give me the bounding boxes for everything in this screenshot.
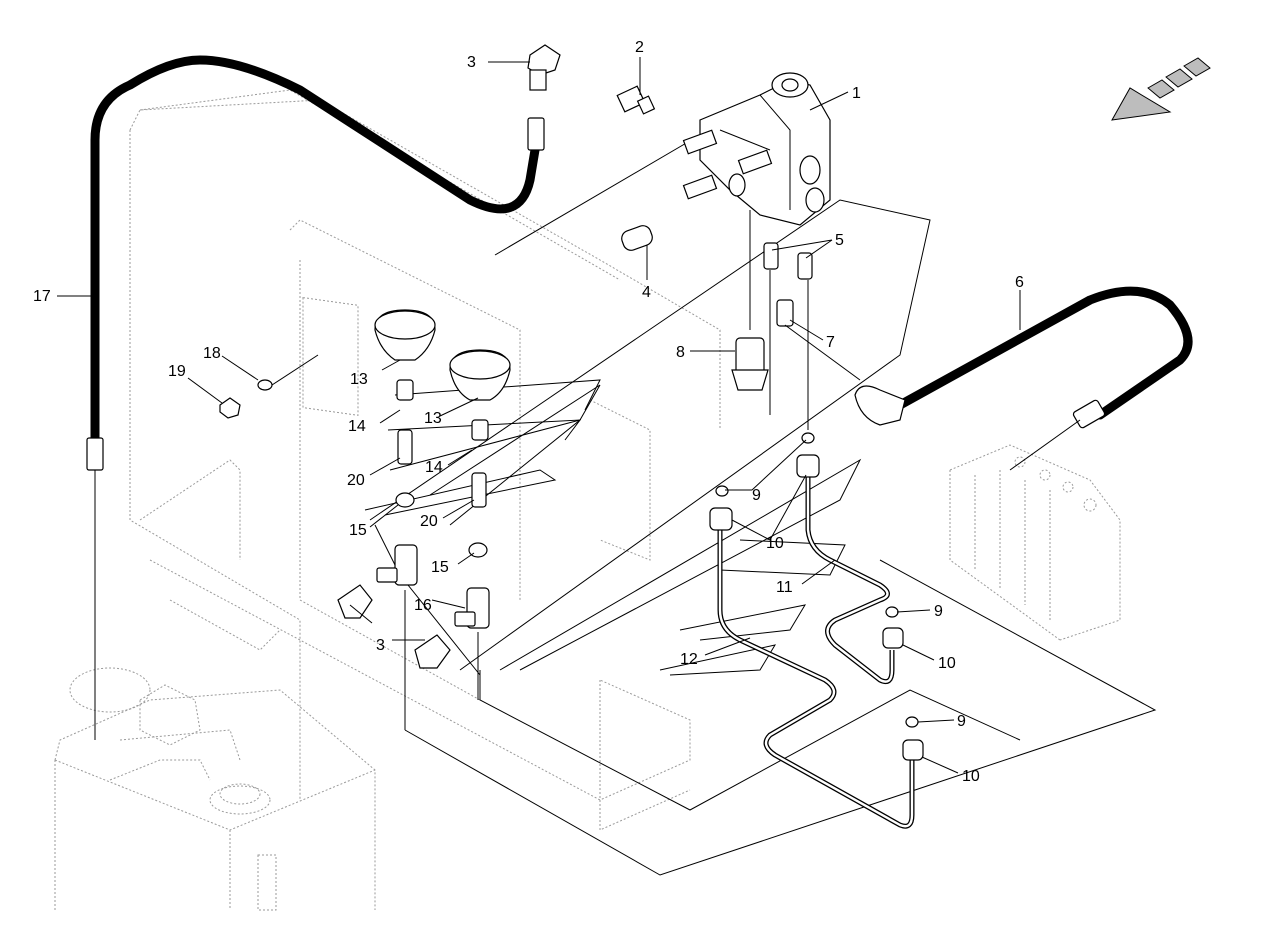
callout-3-top: 3 (467, 54, 476, 71)
callout-14-a: 14 (348, 418, 366, 435)
callout-20-b: 20 (420, 513, 438, 530)
callout-6: 6 (1015, 274, 1024, 291)
callout-15-a: 15 (349, 522, 367, 539)
callout-14-b: 14 (425, 459, 443, 476)
callout-9-b: 9 (934, 603, 943, 620)
callout-12: 12 (680, 651, 698, 668)
callout-10-a: 10 (766, 535, 784, 552)
valve-body-1 (682, 72, 831, 226)
callout-13-a: 13 (350, 371, 368, 388)
callout-20-a: 20 (347, 472, 365, 489)
callout-1: 1 (852, 85, 861, 102)
callout-4: 4 (642, 284, 651, 301)
callout-19: 19 (168, 363, 186, 380)
nut-washer-18-19 (219, 379, 273, 419)
tee-fittings-16 (337, 544, 490, 730)
fittings-upper (527, 44, 861, 430)
machine-frame-ghost (129, 89, 721, 831)
hydraulic-tank-ghost (54, 667, 376, 911)
callout-5: 5 (835, 232, 844, 249)
pipes-11-12 (709, 432, 924, 829)
leader-lines (57, 57, 1021, 774)
callout-15-b: 15 (431, 559, 449, 576)
callout-2: 2 (635, 39, 644, 56)
callout-17: 17 (33, 288, 51, 305)
callout-13-b: 13 (424, 410, 442, 427)
hose-17 (86, 55, 545, 740)
callout-labels: 1 2 3 4 5 6 7 8 9 10 11 12 13 14 15 16 1… (33, 39, 1024, 785)
callout-10-c: 10 (962, 768, 980, 785)
callout-16: 16 (414, 597, 432, 614)
callout-18: 18 (203, 345, 221, 362)
control-valve-block-ghost (949, 444, 1121, 641)
callout-9-c: 9 (957, 713, 966, 730)
hose-6 (854, 286, 1193, 471)
callout-3-bottom: 3 (376, 637, 385, 654)
callout-8: 8 (676, 344, 685, 361)
forward-direction-arrow-icon (1111, 57, 1211, 121)
callout-7: 7 (826, 334, 835, 351)
callout-9-a: 9 (752, 487, 761, 504)
accumulators-13 (374, 309, 511, 558)
callout-11: 11 (776, 579, 793, 596)
callout-10-b: 10 (938, 655, 956, 672)
